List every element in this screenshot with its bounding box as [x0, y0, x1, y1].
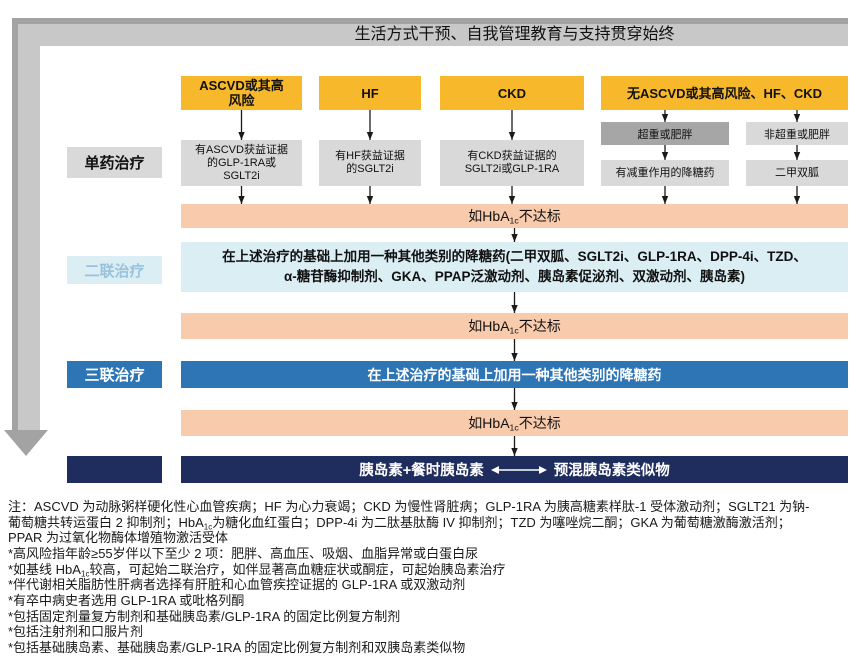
footnote-line: *有卒中病史者选用 GLP-1RA 或吡格列酮: [8, 593, 245, 609]
stage-label-insulin: [67, 456, 162, 483]
gate-suffix: 不达标: [518, 318, 561, 334]
gate-suffix: 不达标: [518, 415, 561, 431]
insulin-basal-bolus-text: 胰岛素+餐时胰岛素: [359, 463, 484, 479]
condition-none: 无ASCVD或其高风险、HF、CKD: [601, 76, 848, 110]
mono-option-hf: 有HF获益证据 的SGLT2i: [319, 140, 421, 186]
condition-text-line: CKD: [497, 85, 527, 101]
gate-text: 如HbA1c不达标: [468, 316, 560, 336]
footnote-line: *包括注射剂和口服片剂: [8, 624, 144, 640]
footnote-line: *伴代谢相关脂肪性肝病者选择有肝脏和心血管疾控证据的 GLP-1RA 或双激动剂: [8, 577, 466, 593]
dual-therapy-text-line: 在上述治疗的基础上加用一种其他类别的降糖药(二甲双胍、SGLT2i、GLP-1R…: [222, 249, 807, 264]
mono-option-ascvd: 有ASCVD获益证据 的GLP-1RA或 SGLT2i: [181, 140, 302, 186]
double-arrow-left-head: [490, 465, 499, 474]
condition-text-line: 无ASCVD或其高风险、HF、CKD: [626, 85, 822, 101]
hba1c-gate-2: 如HbA1c不达标: [181, 313, 848, 339]
subgroup-text: 非超重或肥胖: [764, 128, 830, 141]
condition-text-line: HF: [361, 85, 379, 101]
lifestyle-arrow-head: [4, 430, 48, 456]
double-arrow-icon: [490, 465, 547, 474]
mono-option-overweight: 有减重作用的降糖药: [601, 160, 729, 186]
footnote-line: *包括基础胰岛素、基础胰岛素/GLP-1RA 的固定比例复方制剂和双胰岛素类似物: [8, 640, 466, 656]
option-text-line: SGLT2i: [223, 169, 260, 182]
option-text-line: SGLT2i或GLP-1RA: [464, 163, 560, 175]
option-text-line: 有HF获益证据: [335, 150, 405, 162]
footnote-segment: 葡萄糖共转运蛋白 2 抑制剂；HbA: [8, 514, 204, 530]
option-text-line: 有减重作用的降糖药: [615, 166, 715, 179]
gate-subscript: 1c: [509, 422, 519, 433]
gate-prefix: 如HbA: [468, 318, 510, 334]
mono-option-not-overweight: 二甲双胍: [746, 160, 848, 186]
gate-prefix: 如HbA: [468, 415, 510, 431]
footnote-segment: *如基线 HbA: [8, 561, 81, 577]
gate-subscript: 1c: [509, 215, 519, 226]
footnote-line: PPAR 为过氧化物酶体增殖物激活受体: [8, 530, 229, 546]
option-text-line: 有ASCVD获益证据: [195, 143, 288, 156]
hba1c-gate-3: 如HbA1c不达标: [181, 410, 848, 436]
footnote-line: 葡萄糖共转运蛋白 2 抑制剂；HbA1c为糖化血红蛋白；DPP-4i 为二肽基肽…: [8, 515, 860, 531]
triple-therapy-box: 在上述治疗的基础上加用一种其他类别的降糖药: [181, 361, 848, 388]
mono-option-ckd: 有CKD获益证据的 SGLT2i或GLP-1RA: [440, 140, 584, 186]
gate-suffix: 不达标: [518, 208, 561, 224]
condition-text-line: ASCVD或其高: [199, 78, 284, 93]
footnote-segment: 较高，可起始二联治疗，如伴显著高血糖症状或酮症，可起始胰岛素治疗: [89, 561, 506, 577]
stage-label-triple: 三联治疗: [67, 361, 162, 388]
footnote-segment: 为糖化血红蛋白；DPP-4i 为二肽基肽酶 IV 抑制剂；TZD 为噻唑烷二酮；…: [212, 514, 791, 530]
footnote-line: 注：ASCVD 为动脉粥样硬化性心血管疾病；HF 为心力衰竭；CKD 为慢性肾脏…: [8, 499, 810, 514]
condition-ckd: CKD: [440, 76, 584, 110]
option-text-line: 的GLP-1RA或: [206, 156, 277, 169]
footnote-subscript: 1c: [80, 568, 90, 578]
subgroup-text: 超重或肥胖: [637, 128, 693, 141]
gate-text: 如HbA1c不达标: [468, 206, 560, 226]
insulin-therapy-box: 胰岛素+餐时胰岛素 预混胰岛素类似物: [181, 456, 848, 483]
double-arrow-right-head: [538, 465, 547, 474]
dual-therapy-text-line: α-糖苷酶抑制剂、GKA、PPAP泛激动剂、胰岛素促泌剂、双激动剂、胰岛素): [283, 269, 746, 284]
dual-therapy-box: 在上述治疗的基础上加用一种其他类别的降糖药(二甲双胍、SGLT2i、GLP-1R…: [181, 242, 848, 292]
stage-label-dual: 二联治疗: [67, 256, 162, 284]
subgroup-overweight: 超重或肥胖: [601, 122, 729, 145]
condition-text-line: 风险: [228, 93, 255, 108]
gate-prefix: 如HbA: [468, 208, 510, 224]
banner-text: 生活方式干预、自我管理教育与支持贯穿始终: [354, 26, 675, 43]
option-text-line: 二甲双胍: [775, 166, 819, 179]
footnotes: 注：ASCVD 为动脉粥样硬化性心血管疾病；HF 为心力衰竭；CKD 为慢性肾脏…: [8, 499, 860, 656]
insulin-therapy-row: 胰岛素+餐时胰岛素 预混胰岛素类似物: [359, 459, 669, 480]
footnote-line: *包括固定剂量复方制剂和基础胰岛素/GLP-1RA 的固定比例复方制剂: [8, 608, 401, 624]
premixed-insulin-text: 预混胰岛素类似物: [553, 463, 670, 479]
gate-text: 如HbA1c不达标: [468, 413, 560, 433]
option-text-line: 的SGLT2i: [346, 163, 394, 175]
hba1c-gate-1: 如HbA1c不达标: [181, 204, 848, 228]
condition-ascvd: ASCVD或其高 风险: [181, 76, 302, 110]
footnote-line: *如基线 HbA1c较高，可起始二联治疗，如伴显著高血糖症状或酮症，可起始胰岛素…: [8, 562, 860, 578]
option-text-line: 有CKD获益证据的: [467, 150, 557, 162]
gate-subscript: 1c: [509, 325, 519, 336]
stage-label-monotherapy: 单药治疗: [67, 147, 162, 178]
footnote-subscript: 1c: [203, 521, 213, 531]
footnote-line: *高风险指年龄≥55岁伴以下至少 2 项：肥胖、高血压、吸烟、血脂异常或白蛋白尿: [8, 546, 479, 562]
condition-hf: HF: [319, 76, 421, 110]
triple-therapy-text: 在上述治疗的基础上加用一种其他类别的降糖药: [367, 366, 662, 383]
subgroup-not-overweight: 非超重或肥胖: [746, 122, 848, 145]
